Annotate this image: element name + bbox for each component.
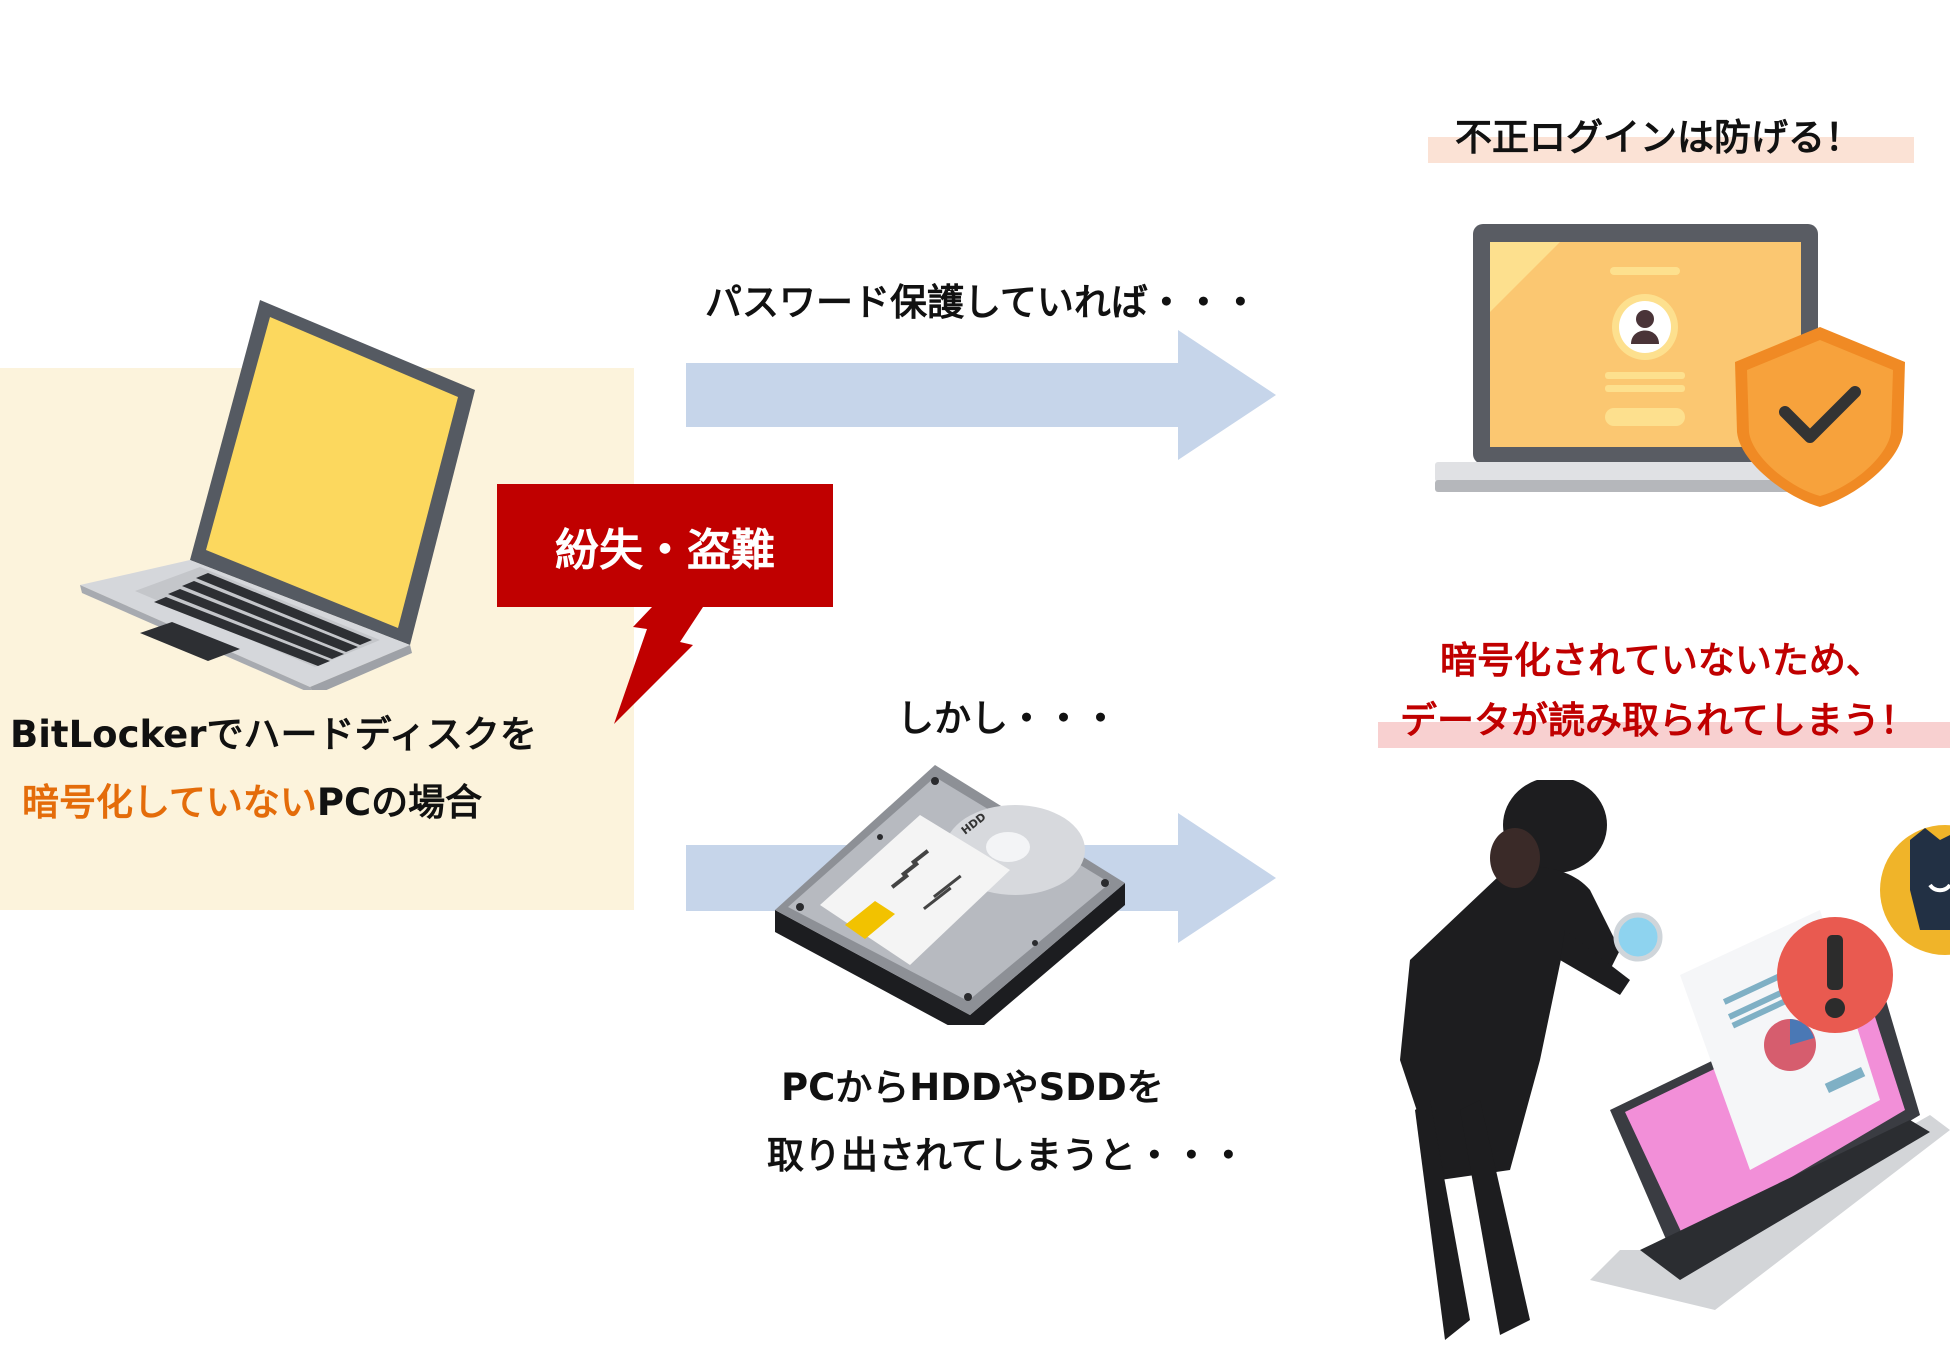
pc-case-label: PCの場合 — [316, 781, 483, 824]
bottom-result-line2: データが読み取られてしまう！ — [1400, 699, 1917, 742]
bottom-path-caption-2: 取り出されてしまうと・・・ — [767, 1134, 1247, 1177]
bottom-path-caption-top: しかし・・・ — [897, 697, 1119, 740]
protected-laptop-illustration — [1435, 222, 1910, 512]
case-description-line2: 暗号化していないPCの場合 — [22, 772, 482, 826]
unencrypted-emphasis: 暗号化していない — [22, 781, 317, 824]
top-arrow — [686, 330, 1276, 460]
top-path-caption: パスワード保護していれば・・・ — [705, 281, 1259, 324]
bottom-result-line1: 暗号化されていないため、 — [1440, 639, 1883, 682]
top-result-text: 不正ログインは防げる！ — [1455, 116, 1862, 159]
case-description-line1: BitLockerでハードディスクを — [10, 713, 537, 756]
laptop-illustration — [80, 295, 490, 695]
callout-label: 紛失・盗難 — [555, 524, 775, 576]
data-theft-illustration — [1320, 777, 1950, 1350]
result-bad-highlight — [1378, 722, 1950, 748]
callout-bubble — [497, 484, 833, 724]
result-good-highlight — [1428, 137, 1914, 163]
bottom-path-caption-1: PCからHDDやSDDを — [781, 1066, 1164, 1109]
hdd-illustration: HDD — [770, 755, 1130, 1037]
